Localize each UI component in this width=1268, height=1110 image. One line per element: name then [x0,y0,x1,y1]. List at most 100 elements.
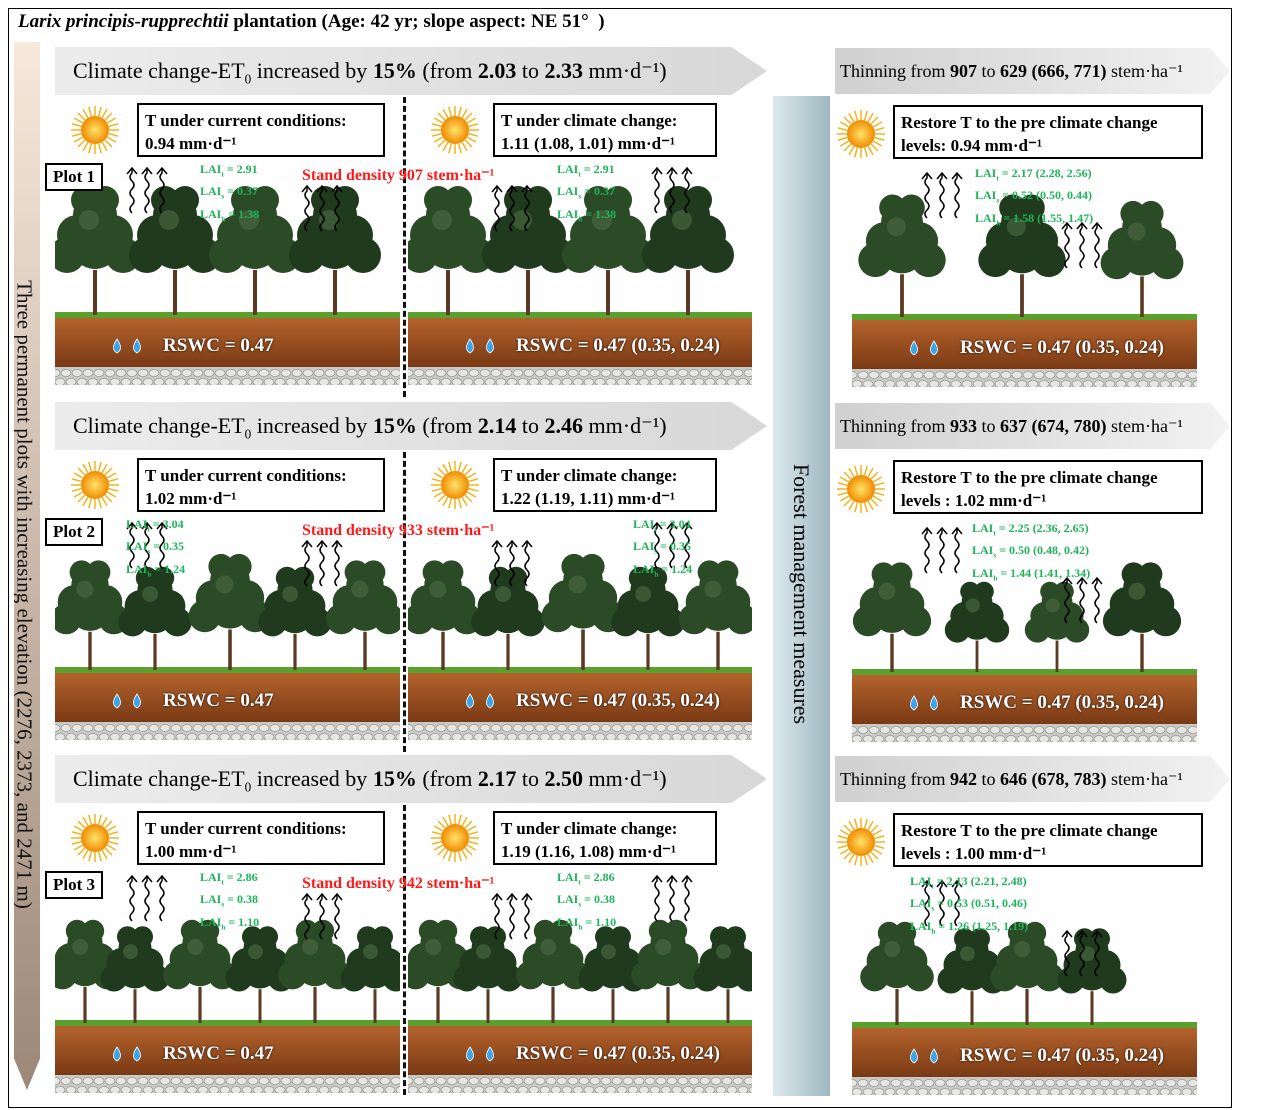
lai-symbol: LAI [910,896,932,911]
lai-thinned: LAIt = 2.13 (2.21, 2.48)LAIs = 0.53 (0.5… [910,873,1028,940]
rswc-label: RSWC = 0.47 [163,335,274,356]
tree-icon [163,919,237,1023]
lai-value: = 2.25 (2.36, 2.65) [995,521,1089,535]
tree-icon [289,186,381,315]
lai-subscript: t [654,525,657,534]
thinning-to-word: to [977,769,1001,789]
restore-t-value: levels : 1.02 mm·d⁻¹ [901,491,1047,510]
scenario-divider [403,97,406,397]
banner-to: 2.50 [544,766,584,791]
lai-symbol: LAI [126,517,148,531]
lai-value: = 1.10 [225,914,260,929]
grass-layer [408,667,752,673]
lai-subscript: t [147,525,150,534]
climate-change-banner: Climate change-ET0 increased by 15% (fro… [55,402,767,450]
rswc-label: RSWC = 0.47 (0.35, 0.24) [516,335,720,356]
lai-subscript: t [993,529,996,538]
soil-layer [408,1023,752,1075]
banner-from: 2.14 [477,413,517,438]
restore-t-value: levels: 0.94 mm·d⁻¹ [901,136,1043,155]
banner-from: 2.03 [477,58,517,83]
lai-s: LAIs = 0.50 (0.48, 0.42) [972,542,1090,564]
lai-s: LAIs = 0.53 (0.51, 0.46) [910,895,1028,917]
tree-icon [325,560,400,670]
current-t-label: T under current conditions: [145,819,347,838]
grass-layer [852,1022,1197,1028]
tree-icon [631,919,705,1023]
climate-scene [408,919,752,1093]
transpiration-arrows-icon [1061,930,1103,977]
thinning-to-word: to [977,61,1001,81]
lai-symbol: LAI [910,874,932,888]
lai-symbol: LAI [200,892,222,907]
water-drop-icon [133,693,141,709]
sun-icon [71,461,119,509]
lai-subscript: s [221,192,225,201]
lai-subscript: h [147,570,152,579]
banner-to: 2.33 [544,58,584,83]
lai-subscript: s [931,904,935,913]
lai-symbol: LAI [126,539,148,554]
lai-symbol: LAI [200,206,222,221]
lai-subscript: t [221,878,224,887]
water-drop-icon [113,338,121,354]
soil-layer [408,670,752,722]
banner-from-word: (from [416,58,478,83]
grass-layer [408,312,752,318]
soil-layer [55,315,400,367]
lai-symbol: LAI [557,162,579,176]
grass-layer [55,667,400,673]
water-drop-icon [910,1048,918,1064]
tree-icon [1102,562,1182,672]
tree-icon [55,560,130,670]
transpiration-arrows-icon [921,172,963,219]
thinning-unit: stem·ha⁻¹ [1106,61,1183,81]
lai-t: LAIt = 2.86 [200,869,259,891]
tree-icon [852,562,932,672]
tree-icon [858,194,946,317]
lai-value: = 2.91 [223,162,258,176]
lai-subscript: s [993,551,997,560]
sun-icon [71,814,119,862]
lai-subscript: h [993,574,998,583]
lai-t: LAIt = 2.13 (2.21, 2.48) [910,873,1028,895]
lai-value: = 2.13 (2.21, 2.48) [933,874,1027,888]
lai-value: = 1.24 [658,561,693,576]
grass-layer [55,1020,400,1026]
sun-icon [431,814,479,862]
banner-from: 2.17 [477,766,517,791]
banner-unit: mm·d⁻¹) [583,58,667,83]
elevation-label: Three permanent plots with increasing el… [12,280,37,909]
lai-h: LAIh = 1.58 (1.55, 1.47) [975,210,1093,232]
water-drop-icon [466,1046,474,1062]
rswc-label: RSWC = 0.47 (0.35, 0.24) [516,1043,720,1064]
tree-icon [188,553,272,670]
lai-value: = 0.37 [224,184,258,199]
banner-from-word: (from [416,413,478,438]
banner-prefix: Climate change-ET [73,58,245,83]
tree-icon [990,921,1064,1025]
lai-symbol: LAI [972,543,994,558]
stand-density-label: Stand density 942 stem·ha⁻¹ [302,875,495,892]
lai-h: LAIh = 1.24 [633,561,692,583]
lai-symbol: LAI [200,870,222,884]
lai-subscript: h [578,215,583,224]
thinned-scene [852,921,1197,1095]
restore-t-value: levels : 1.00 mm·d⁻¹ [901,844,1047,863]
lai-value: = 1.38 [582,206,617,221]
lai-symbol: LAI [126,561,148,576]
lai-t: LAIt = 2.91 [200,161,259,183]
lai-s: LAIs = 0.37 [557,183,616,205]
banner-sub: 0 [244,779,252,795]
climate-t-value: 1.11 (1.08, 1.01) mm·d⁻¹ [501,134,676,153]
lai-t: LAIt = 3.04 [633,516,692,538]
climate-change-banner: Climate change-ET0 increased by 15% (fro… [55,755,767,803]
tree-icon [471,566,545,670]
lai-h: LAIh = 1.10 [557,914,616,936]
current-t-box: T under current conditions:0.94 mm·d⁻¹ [137,103,385,157]
transpiration-arrows-icon [491,893,533,940]
